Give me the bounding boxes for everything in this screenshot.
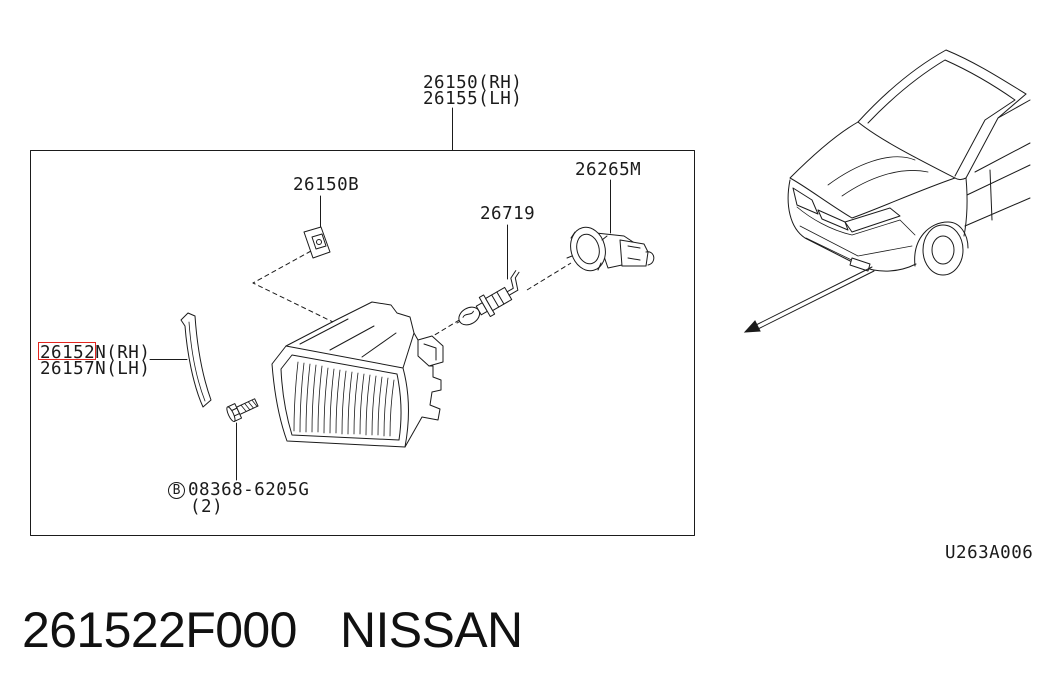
lamp-lens-ribbing	[293, 361, 395, 437]
product-part-number: 261522F000	[22, 602, 297, 658]
bracket-clip-drawing	[303, 226, 331, 259]
bulb-base	[485, 286, 513, 312]
bolt-threads	[240, 399, 258, 412]
location-arrow	[743, 266, 875, 333]
vehicle-headlights	[792, 187, 901, 233]
bulb-part-number[interactable]: 26719	[480, 204, 536, 224]
dashed-guide-socket	[526, 262, 572, 291]
vehicle-windshield	[867, 59, 1016, 177]
fog-lamp-drawing	[271, 301, 444, 448]
vehicle-bumper	[787, 179, 917, 272]
dashed-guide-bulb	[427, 318, 462, 340]
vehicle-side-panels	[964, 99, 1031, 227]
bolt-part-number[interactable]: 08368-6205G	[188, 480, 310, 500]
socket-inner-ring	[576, 233, 600, 265]
location-arrowhead	[743, 320, 761, 333]
vehicle-hood-creases	[827, 156, 929, 197]
bracket-part-number[interactable]: 26150B	[293, 175, 360, 195]
socket-outer-ring	[570, 226, 606, 272]
lamp-adjuster-detail	[423, 343, 437, 361]
finisher-drawing	[180, 312, 212, 408]
socket-connector-ribs	[627, 245, 641, 261]
vehicle-fender-line	[963, 177, 968, 237]
bracket-inner-clip	[311, 233, 327, 250]
vehicle-hood	[789, 121, 956, 219]
lamp-housing-side-outline	[404, 365, 442, 448]
bulb-drawing	[456, 270, 520, 326]
socket-bayonet-tabs	[566, 231, 608, 271]
location-arrow-shaft-upper	[755, 266, 873, 326]
vehicle-drawing	[787, 49, 1031, 276]
diagram-frame	[30, 150, 695, 536]
vehicle-bumper-lines	[796, 206, 916, 267]
socket-wire-loop	[645, 251, 655, 266]
fog-lamp-rh-part-number[interactable]: 26150(RH)	[423, 73, 523, 93]
illustration-code: U263A006	[945, 543, 1034, 563]
brand-name: NISSAN	[340, 602, 523, 658]
fog-lamp-lh-part-number[interactable]: 26155(LH)	[423, 89, 523, 109]
bolt-drawing	[226, 398, 259, 423]
bracket-hole	[316, 239, 322, 245]
bolt-quantity: (2)	[190, 497, 224, 517]
socket-drawing	[566, 226, 655, 272]
vehicle-a-pillar	[965, 93, 1027, 179]
vehicle-cowl-line	[857, 121, 967, 180]
finisher-outline	[180, 312, 212, 408]
bulb-filament	[456, 310, 474, 324]
vehicle-wheel-arch	[914, 221, 969, 267]
lamp-aiming-adjuster	[417, 335, 444, 367]
vehicle-fog-lamp-location	[849, 257, 871, 272]
lamp-housing-ribs	[299, 318, 415, 369]
bolt-circle-symbol: B	[168, 482, 185, 499]
callout-finisher: 26152N(RH) 26157N(LH)	[40, 343, 151, 379]
vehicle-wheel-hub	[931, 235, 955, 265]
socket-connector	[619, 239, 649, 267]
bolt-washer-face	[226, 406, 236, 423]
callout-fog-lamp-assembly: 26150(RH) 26155(LH)	[423, 73, 523, 109]
lamp-lens-bezel	[271, 345, 410, 448]
lamp-lens-inner-edge	[280, 354, 402, 441]
lamp-housing-top-outline	[285, 301, 419, 347]
highlighted-part-number[interactable]: 26152	[40, 343, 96, 363]
vehicle-grille	[817, 209, 849, 231]
finisher-rh-line: 26152N(RH)	[40, 343, 151, 363]
dashed-guide-bracket	[252, 250, 334, 323]
finisher-lh-part-number[interactable]: 26157N(LH)	[40, 359, 151, 379]
vehicle-roof-line	[857, 49, 1027, 123]
socket-part-number[interactable]: 26265M	[575, 160, 642, 180]
product-caption: 261522F000 NISSAN	[0, 605, 1045, 655]
bulb-base-grooves	[491, 291, 505, 308]
vehicle-front-wheel	[922, 224, 964, 276]
bulb-lead-wire	[506, 270, 520, 296]
finisher-rh-suffix[interactable]: N(RH)	[95, 343, 151, 363]
finisher-edge-line	[188, 321, 206, 402]
location-arrow-shaft-lower	[757, 270, 875, 330]
